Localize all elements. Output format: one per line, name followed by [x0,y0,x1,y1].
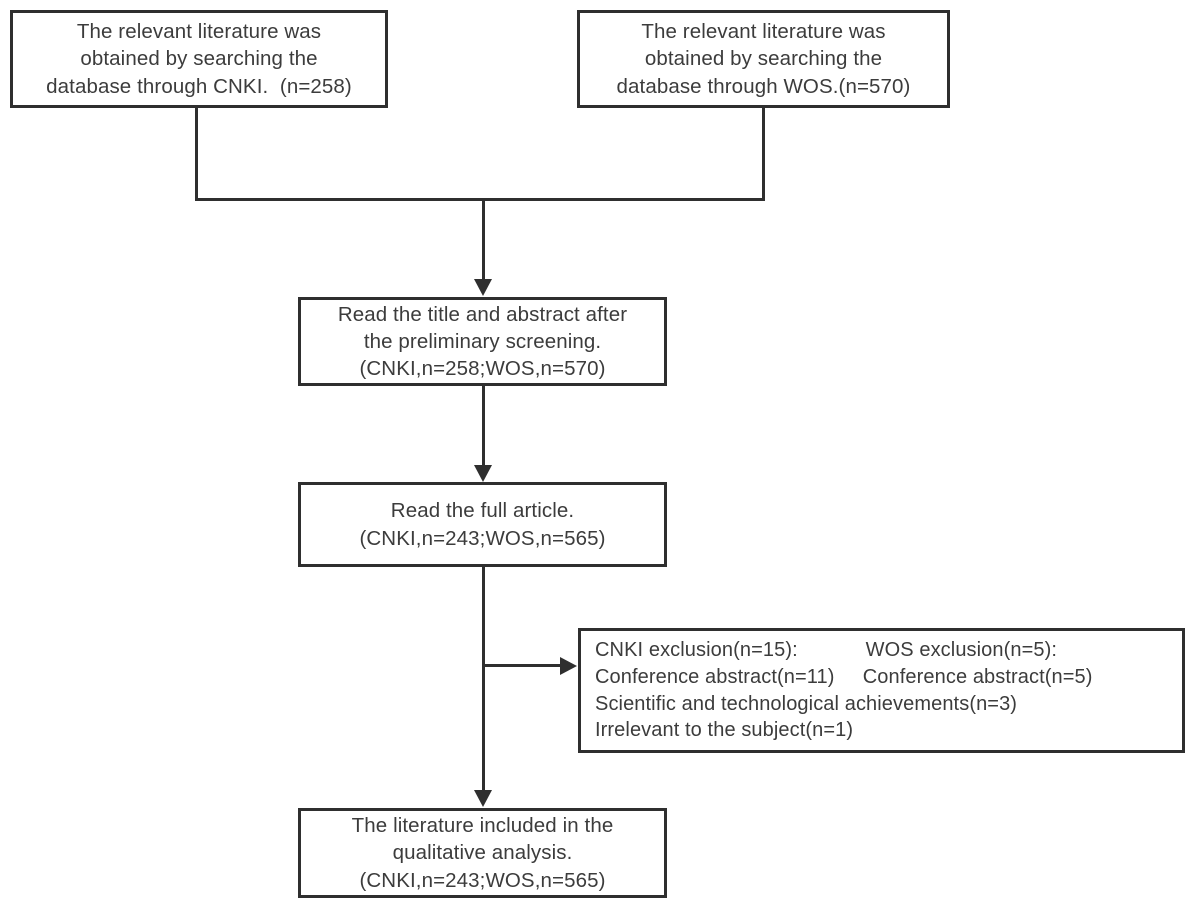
node-screening-line-1: Read the title and abstract after [337,302,628,326]
node-wos-source-line-1: The relevant literature was [641,20,886,44]
connector-screening-to-fulltext [482,386,485,466]
connector-merge-stem [482,198,485,280]
exclusion-row-3: Scientific and technological achievement… [595,692,1018,715]
arrowhead-to-fulltext [474,465,492,482]
arrowhead-to-screening [474,279,492,296]
connector-cnki-drop [195,108,198,201]
connector-exclusion-branch [482,664,562,667]
node-included-line-2: qualitative analysis. [392,841,573,865]
node-included-line-1: The literature included in the [351,814,614,838]
node-exclusion-reasons: CNKI exclusion(n=15): WOS exclusion(n=5)… [578,628,1185,753]
node-full-text-review: Read the full article. (CNKI,n=243;WOS,n… [298,482,667,567]
node-screening-line-3: (CNKI,n=258;WOS,n=570) [359,357,606,381]
node-screening-line-2: the preliminary screening. [363,329,602,353]
exclusion-row-2: Conference abstract(n=11) Conference abs… [595,665,1093,688]
node-cnki-source-line-2: obtained by searching the [80,47,318,71]
exclusion-row-4: Irrelevant to the subject(n=1) [595,719,854,742]
arrowhead-to-included [474,790,492,807]
node-title-abstract-screening: Read the title and abstract after the pr… [298,297,667,386]
connector-merge-bar [195,198,765,201]
connector-fulltext-to-included [482,567,485,791]
arrowhead-to-exclusion [560,657,577,675]
node-fulltext-line-1: Read the full article. [390,499,575,523]
exclusion-row-1: CNKI exclusion(n=15): WOS exclusion(n=5)… [595,638,1058,661]
node-wos-source-line-2: obtained by searching the [644,47,883,71]
node-wos-source: The relevant literature was obtained by … [577,10,950,108]
node-included-literature: The literature included in the qualitati… [298,808,667,898]
node-fulltext-line-2: (CNKI,n=243;WOS,n=565) [359,526,606,550]
node-included-line-3: (CNKI,n=243;WOS,n=565) [359,868,606,892]
node-cnki-source-line-3: database through CNKI. (n=258) [46,74,352,98]
node-wos-source-line-3: database through WOS.(n=570) [616,74,911,98]
connector-wos-drop [762,108,765,201]
node-cnki-source-line-1: The relevant literature was [76,20,322,44]
node-cnki-source: The relevant literature was obtained by … [10,10,388,108]
